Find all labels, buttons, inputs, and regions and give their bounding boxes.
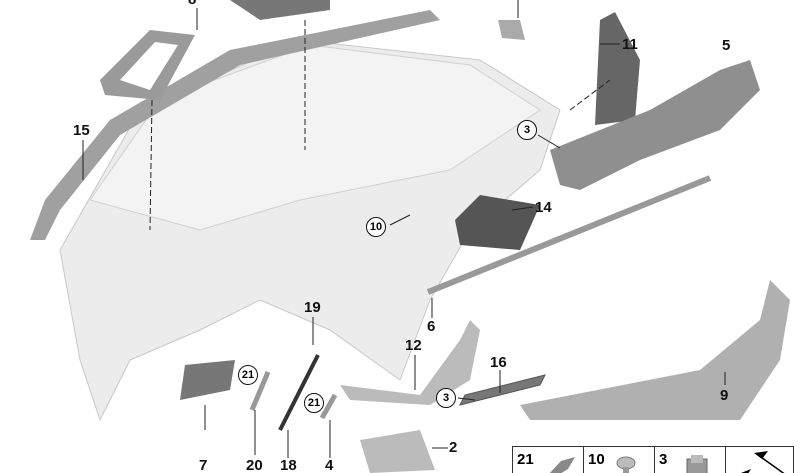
legend-number: 10 xyxy=(588,451,605,468)
clip-nut-icon xyxy=(686,455,708,473)
label-2: 2 xyxy=(449,439,458,456)
label-7: 7 xyxy=(199,457,208,473)
part-11 xyxy=(595,12,640,125)
label-16: 16 xyxy=(490,354,507,371)
screw-icon xyxy=(616,456,636,473)
part-7 xyxy=(180,360,235,400)
label-6: 6 xyxy=(427,318,436,335)
label-14: 14 xyxy=(535,199,552,216)
clip-icon xyxy=(549,457,575,473)
label-9: 9 xyxy=(720,387,729,404)
callout-3: 3 xyxy=(436,388,456,408)
legend-cell-21: 21 xyxy=(513,447,584,473)
part-20 xyxy=(249,371,271,411)
part-12 xyxy=(340,320,480,405)
legend-cell-arrow xyxy=(726,447,796,473)
part-4 xyxy=(319,393,338,420)
part-16 xyxy=(459,374,546,406)
callout-10: 10 xyxy=(366,217,386,237)
legend-cell-10: 10 xyxy=(584,447,655,473)
part-5 xyxy=(550,60,760,190)
part-9 xyxy=(520,280,790,420)
label-20: 20 xyxy=(246,457,263,473)
part-2 xyxy=(360,430,435,473)
label-12: 12 xyxy=(405,337,422,354)
label-8: 8 xyxy=(188,0,196,7)
legend-cell-3: 3 xyxy=(655,447,726,473)
label-18: 18 xyxy=(280,457,297,473)
top-cover xyxy=(230,0,330,20)
fastener-legend: 21 10 3 xyxy=(512,446,794,473)
label-5: 5 xyxy=(722,37,731,54)
label-4: 4 xyxy=(325,457,334,473)
vent xyxy=(498,20,525,40)
callout-3: 3 xyxy=(517,120,537,140)
part-18 xyxy=(278,354,320,431)
label-15: 15 xyxy=(73,122,90,139)
legend-number: 3 xyxy=(659,451,668,468)
label-11: 11 xyxy=(622,36,638,53)
legend-number: 21 xyxy=(517,451,534,468)
callout-21: 21 xyxy=(238,365,258,385)
part-6 xyxy=(426,175,712,295)
callout-21: 21 xyxy=(304,393,324,413)
arrow-icon xyxy=(741,451,785,473)
label-19: 19 xyxy=(304,299,321,316)
part-15 xyxy=(30,10,440,240)
